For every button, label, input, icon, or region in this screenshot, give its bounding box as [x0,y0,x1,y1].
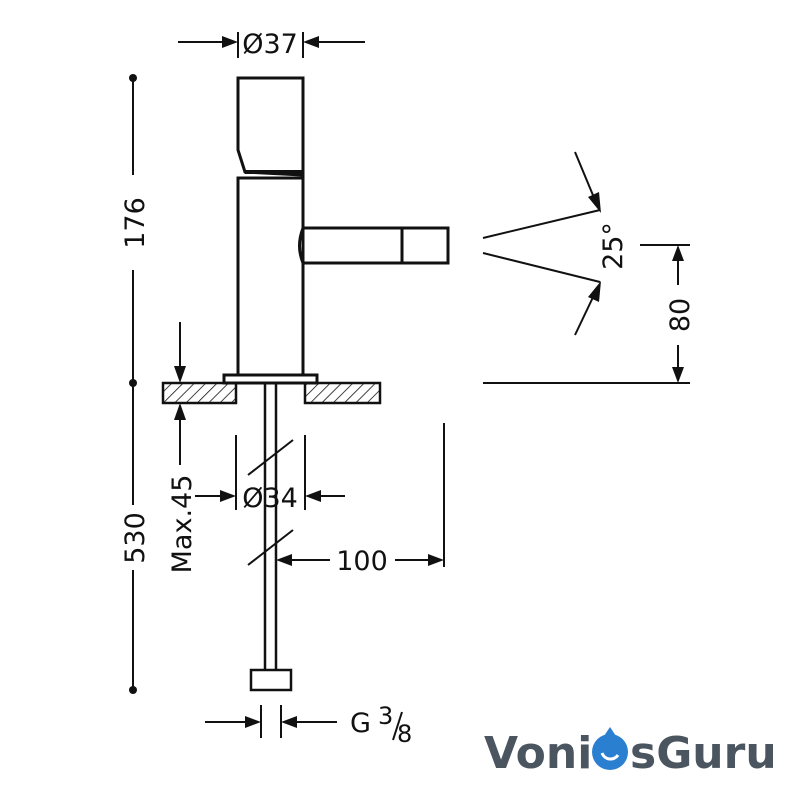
water-drop-icon [592,727,628,770]
max-thickness-label: Max.45 [167,475,198,574]
thread-numerator: 3 [378,702,393,730]
spout-height-dimension [483,244,690,384]
spout-height-label: 80 [665,298,696,332]
vonios-guru-logo: Voni sGuru [484,727,777,779]
faucet-spout [298,226,404,265]
faucet-body [222,76,450,385]
spray-angle [482,151,601,336]
top-diameter-dimension [178,32,365,58]
faucet-column [236,176,305,377]
faucet-handle [236,76,305,177]
height-lower-label: 530 [120,512,151,564]
bottom-diameter-label: Ø34 [242,483,298,514]
supply-pipe [247,383,294,692]
connector-nut [249,668,293,692]
thread-label: G [350,708,371,739]
height-upper-label: 176 [120,197,151,249]
base-flange [222,373,319,385]
logo-text-part1: Voni [484,728,592,779]
angle-label: 25° [598,222,629,270]
reach-label: 100 [336,546,388,577]
arrowheads [174,36,684,728]
thread-dimension [205,705,337,738]
countertop [161,381,382,405]
top-diameter-label: Ø37 [242,29,298,60]
logo-text-part2: sGuru [630,728,777,779]
dimension-dots [129,74,137,694]
thread-denominator: 8 [397,720,412,748]
spout-aerator [400,226,450,265]
